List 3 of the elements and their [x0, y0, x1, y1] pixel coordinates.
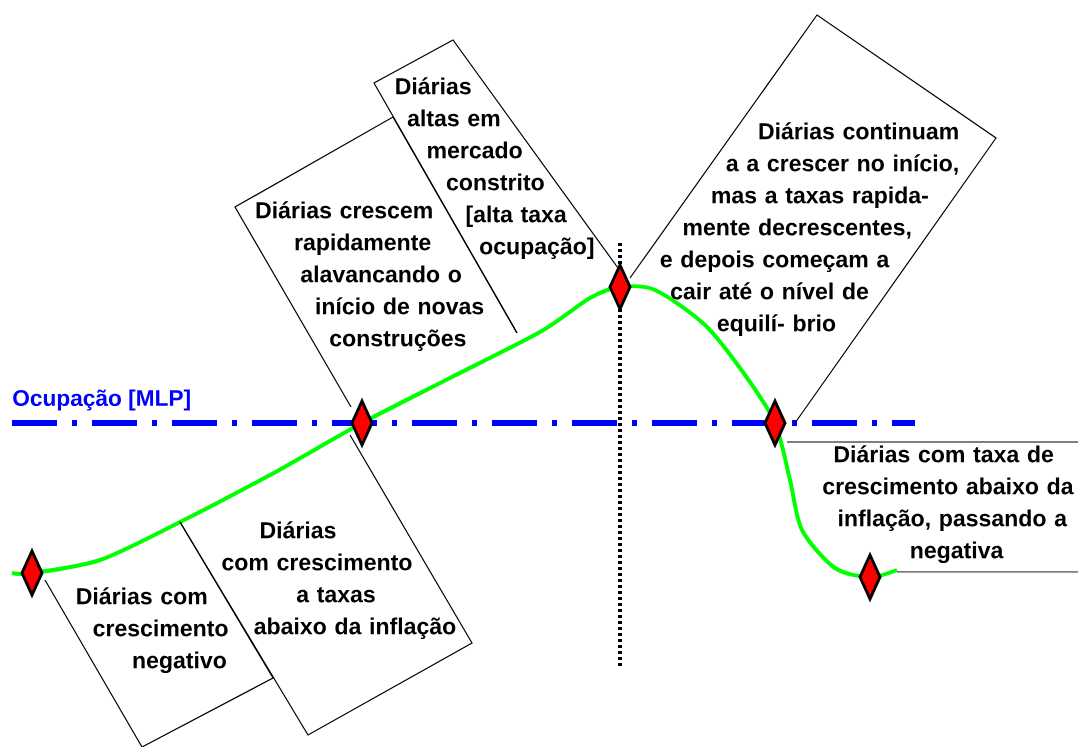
- line-label: Ocupação [MLP]: [13, 389, 190, 411]
- callout-box: Diárias continuam a a crescer no início, mas a taxas rapida- mente decrescentes, e depois começam a cair até o nível de equilí- brio: [629, 14, 997, 424]
- callout-box: Diárias com taxa de crescimento abaixo da inflação, passando a negativa: [786, 441, 1078, 573]
